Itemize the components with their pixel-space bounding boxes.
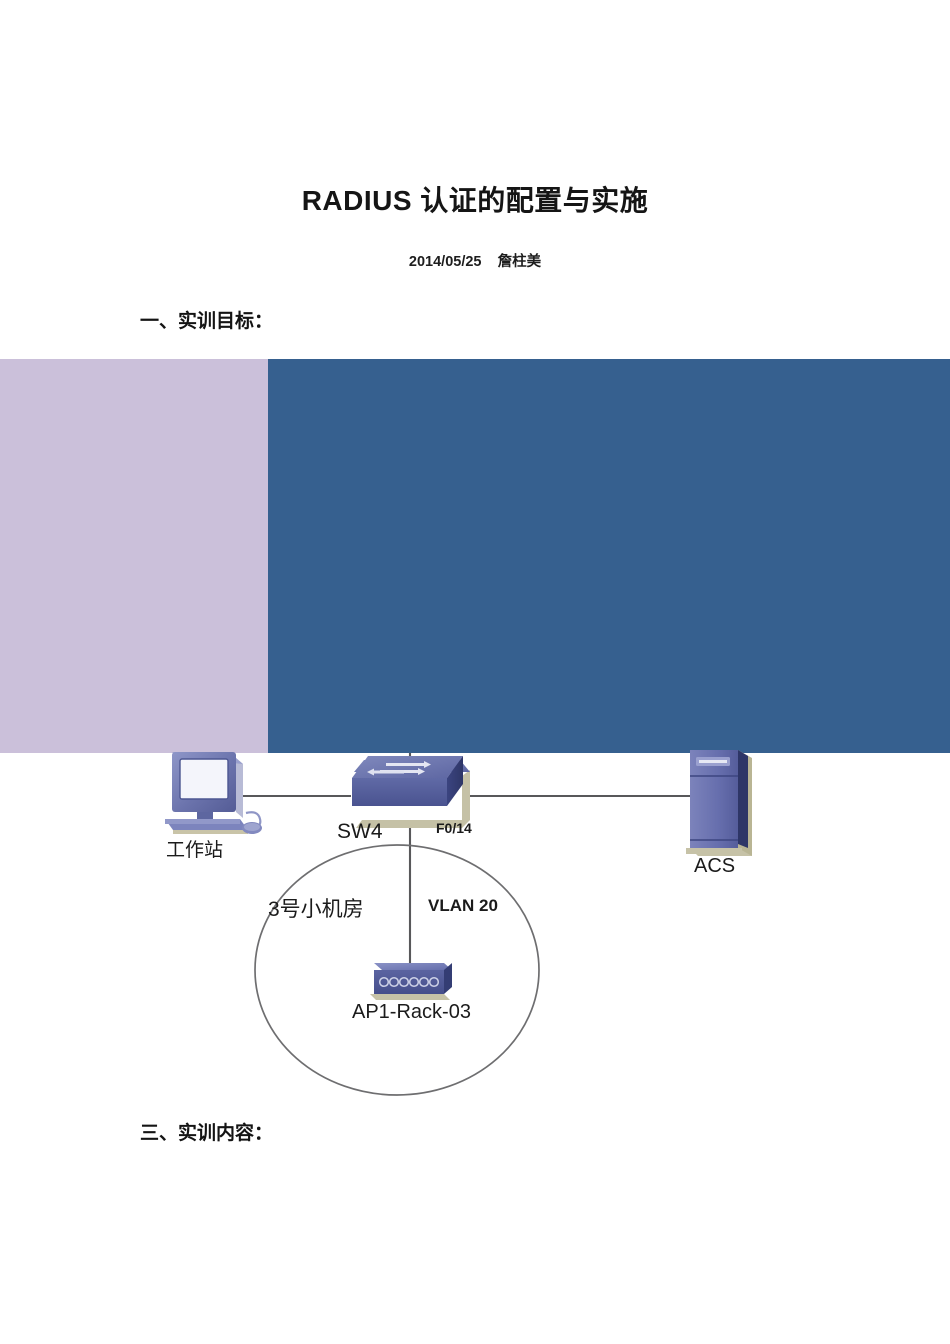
- redacted-image-block-left: [0, 359, 268, 753]
- section-heading-objectives: 一、实训目标：: [140, 311, 274, 332]
- diagram-label-zone: 3号小机房: [268, 898, 364, 921]
- document-byline: 2014/05/25 詹柱美: [408, 254, 542, 270]
- diagram-label-vlan: VLAN 20: [428, 896, 498, 915]
- room-zone-circle: [254, 844, 540, 1096]
- diagram-label-port: F0/14: [436, 820, 472, 836]
- workstation-icon: [165, 752, 262, 834]
- network-topology-diagram: [0, 700, 950, 1120]
- redacted-image-block-right: [268, 359, 950, 753]
- diagram-label-switch: SW4: [337, 820, 383, 843]
- diagram-label-workstation: 工作站: [166, 840, 224, 861]
- switch-icon: [352, 756, 470, 828]
- server-icon: [686, 750, 752, 856]
- page-title: RADIUS 认证的配置与实施: [301, 185, 649, 216]
- access-point-icon: [370, 963, 452, 1000]
- diagram-label-server: ACS: [694, 855, 736, 877]
- section-heading-content: 三、实训内容：: [140, 1123, 274, 1144]
- diagram-label-access-point: AP1-Rack-03: [352, 1001, 471, 1023]
